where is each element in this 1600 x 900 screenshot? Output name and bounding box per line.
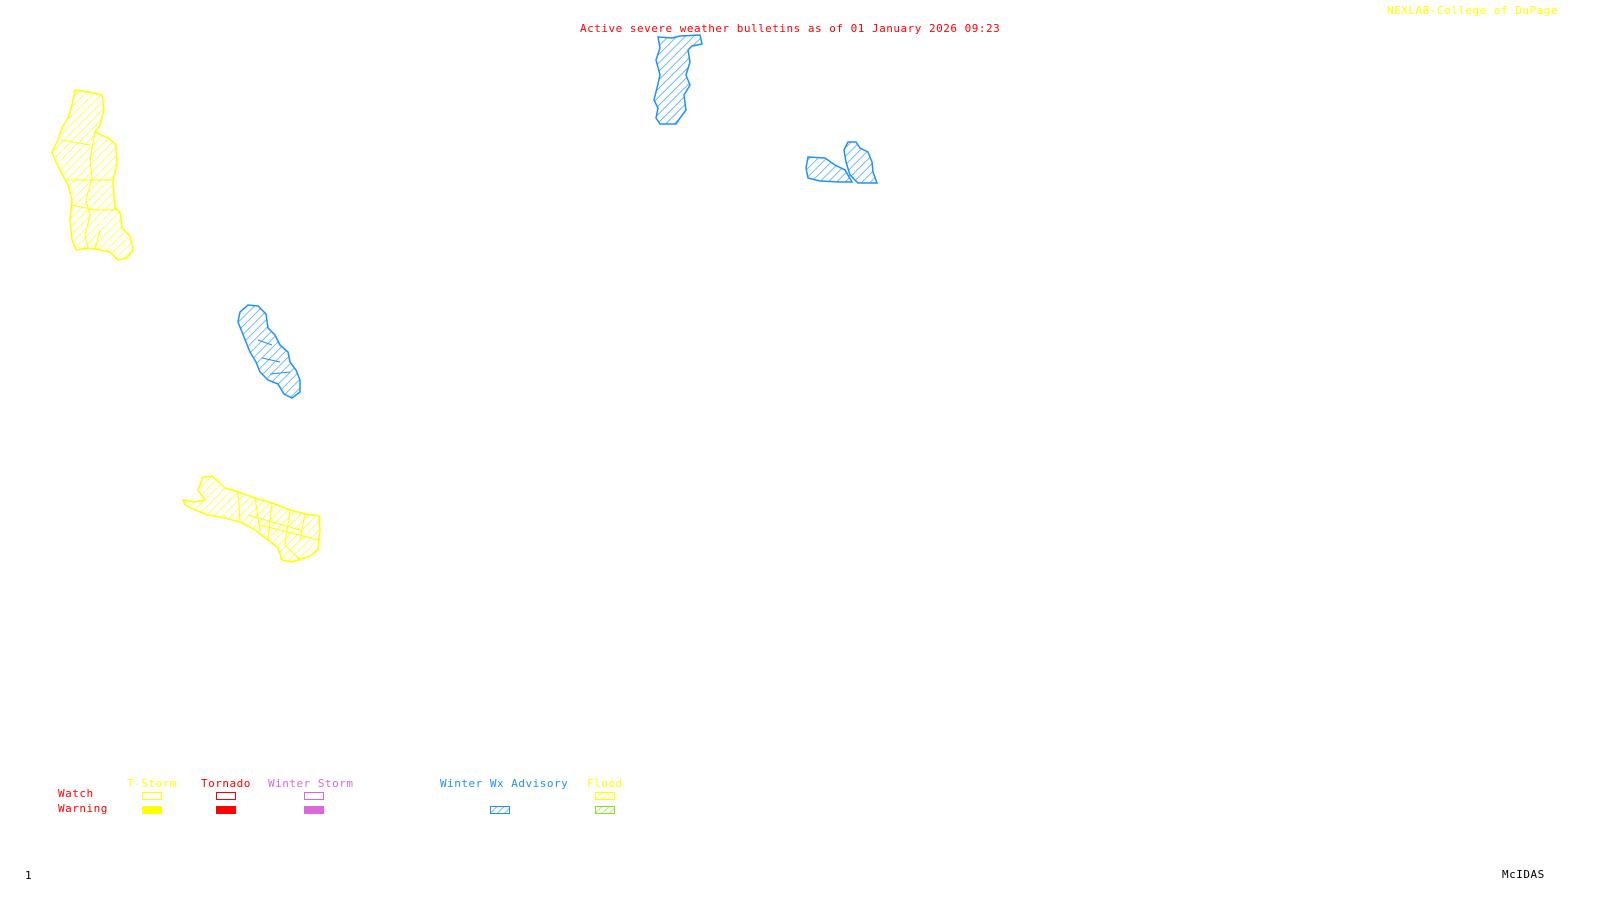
legend-label-winter-wx-advisory: Winter Wx Advisory (440, 777, 569, 790)
legend-label-tstorm: T-Storm (127, 777, 177, 790)
frame-number: 1 (25, 869, 33, 882)
legend-winter-storm-warning-swatch (304, 806, 324, 814)
legend-flood-warning-swatch (595, 806, 615, 814)
yellow-area-southwest[interactable] (181, 475, 321, 563)
legend-row-warning: Warning (58, 802, 108, 815)
legend-tstorm-watch-swatch (142, 792, 162, 800)
page-title: Active severe weather bulletins as of 01… (580, 22, 1001, 35)
software-label: McIDAS (1502, 868, 1545, 881)
yellow-area-northwest[interactable] (51, 89, 134, 261)
legend-row-watch: Watch (58, 787, 94, 800)
legend-label-winter-storm: Winter Storm (268, 777, 354, 790)
legend-tornado-watch-swatch (216, 792, 236, 800)
legend-flood-watch-swatch (595, 792, 615, 800)
legend-tstorm-warning-swatch (142, 806, 162, 814)
legend-winter-wx-advisory-swatch (490, 806, 510, 814)
legend-label-tornado: Tornado (201, 777, 251, 790)
blue-area-northeast[interactable] (805, 141, 879, 184)
blue-area-west[interactable] (237, 304, 301, 399)
credit-text: NEXLAB-College of DuPage (1387, 4, 1558, 17)
legend-tornado-warning-swatch (216, 806, 236, 814)
legend-label-flood: Flood (587, 777, 623, 790)
blue-area-north[interactable] (653, 34, 703, 125)
legend-winter-storm-watch-swatch (304, 792, 324, 800)
